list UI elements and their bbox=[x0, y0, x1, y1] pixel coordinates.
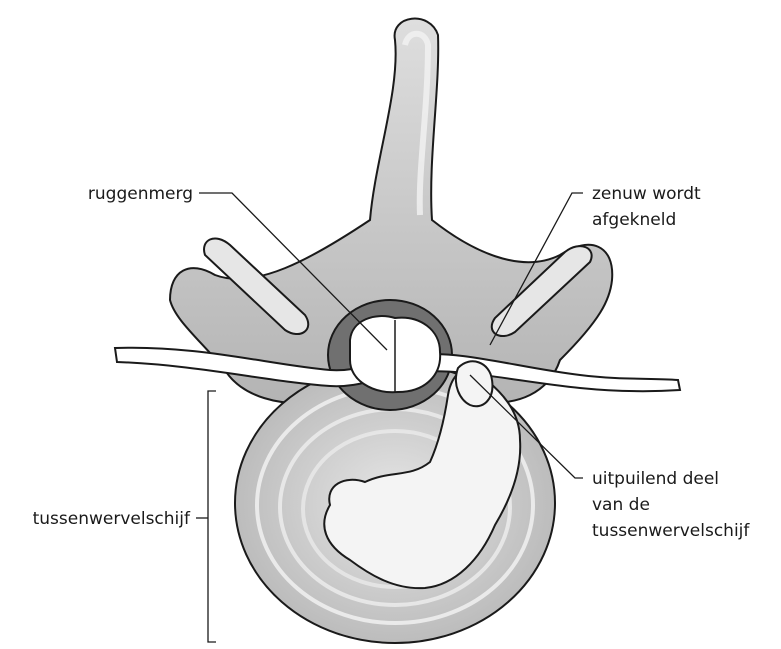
label-pinched-nerve-line2: afgekneld bbox=[592, 210, 676, 230]
label-spinal-cord: ruggenmerg bbox=[88, 184, 193, 204]
label-herniation-line3: tussenwervelschijf bbox=[592, 521, 750, 541]
label-herniation-line2: van de bbox=[592, 495, 650, 515]
label-disc: tussenwervelschijf bbox=[33, 509, 191, 529]
label-pinched-nerve-line1: zenuw wordt bbox=[592, 184, 701, 204]
label-herniation-line1: uitpuilend deel bbox=[592, 469, 719, 489]
disc-bracket bbox=[208, 391, 216, 642]
